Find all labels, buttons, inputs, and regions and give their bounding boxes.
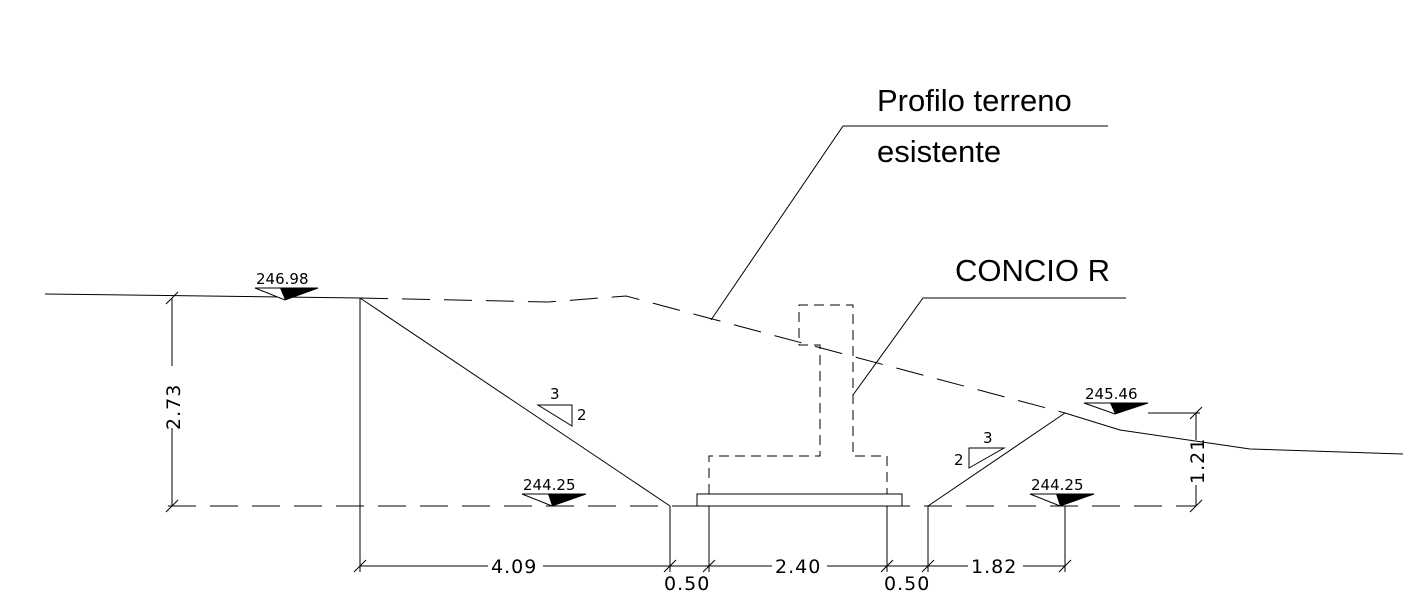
dimension-width-right: 1.82	[971, 556, 1017, 578]
dimension-chain-bottom: 4.09 0.50 2.40 0.50 1.82	[353, 298, 1072, 595]
elevation-bottom-left: 244.25	[523, 476, 576, 494]
dimension-width-left: 4.09	[491, 556, 537, 578]
element-label: CONCIO R	[955, 253, 1110, 288]
dimension-height-left: 2.73	[163, 291, 185, 513]
slope-left-rise: 2	[577, 406, 587, 424]
slope-indicator-right: 3 2	[954, 429, 1006, 469]
elevation-marker-bottom-left: 244.25	[521, 476, 587, 507]
dimension-width-center: 2.40	[775, 556, 821, 578]
dimension-gap-left: 0.50	[664, 573, 710, 595]
elevation-marker-bottom-right: 244.25	[1029, 476, 1095, 507]
slope-indicator-left: 3 2	[536, 385, 587, 427]
existing-terrain-profile	[44, 293, 1403, 455]
elevation-marker-top-right: 245.46	[1083, 385, 1149, 415]
excavation-outline	[168, 297, 1196, 507]
concio-element	[696, 304, 903, 507]
dimension-height-right-value: 1.21	[1187, 438, 1209, 484]
elevation-top-left: 246.98	[256, 270, 309, 288]
elevation-top-right: 245.46	[1085, 385, 1138, 403]
slope-left-run: 3	[550, 385, 560, 403]
elevation-marker-top-left: 246.98	[254, 270, 319, 301]
dimension-height-right: 1.21	[1148, 406, 1209, 513]
terrain-label-line2: esistente	[877, 134, 1001, 169]
terrain-label-line1: Profilo terreno	[877, 83, 1072, 118]
slope-right-rise: 2	[954, 451, 964, 469]
slope-right-run: 3	[983, 429, 993, 447]
elevation-bottom-right: 244.25	[1031, 476, 1084, 494]
dimension-height-left-value: 2.73	[163, 384, 185, 430]
leader-lines	[710, 125, 1126, 396]
dimension-gap-right: 0.50	[884, 573, 930, 595]
